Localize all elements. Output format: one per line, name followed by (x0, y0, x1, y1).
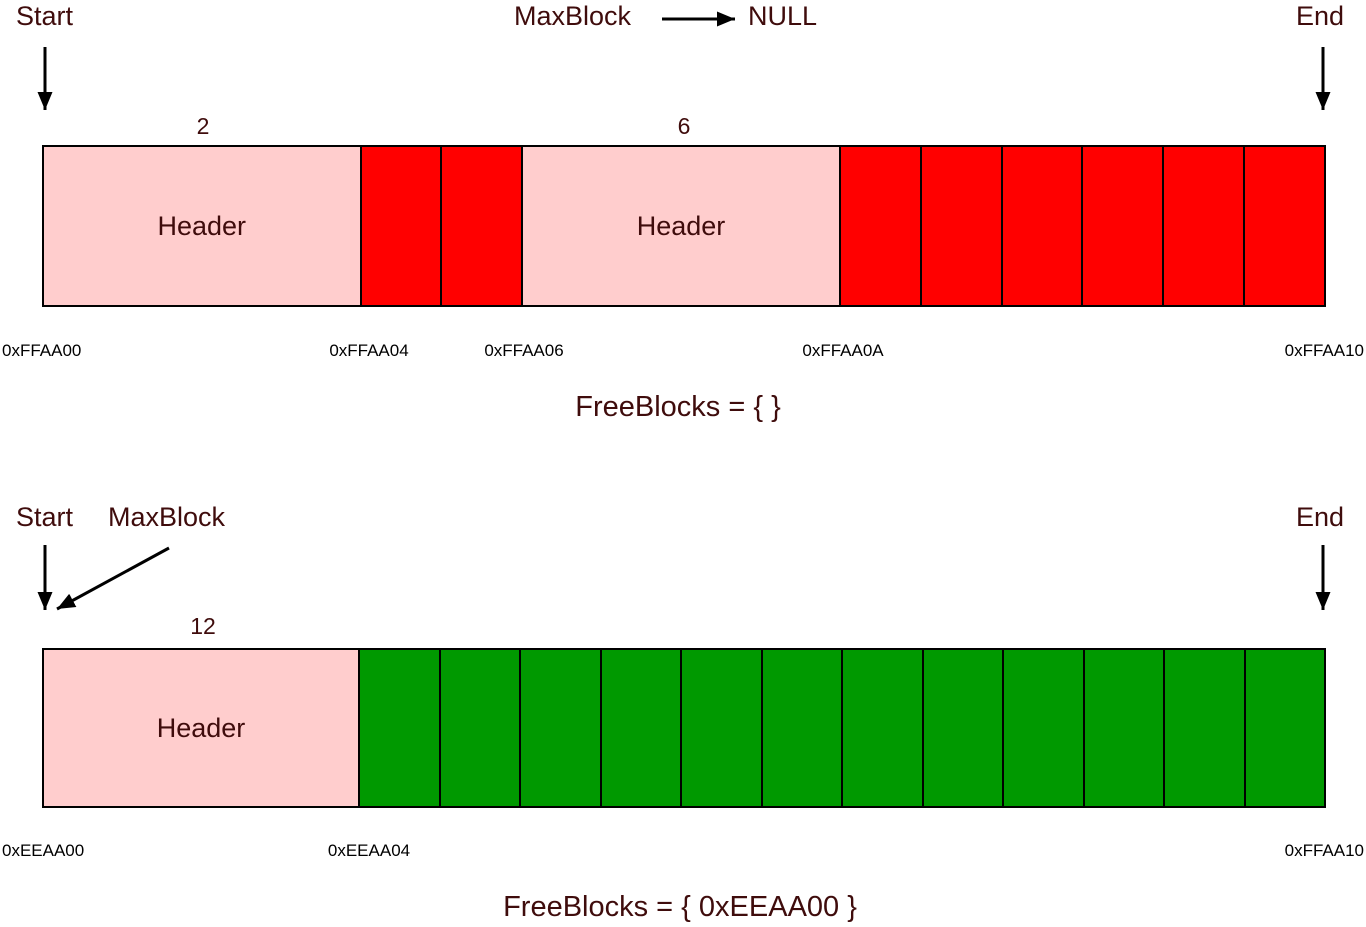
allocated-block-cell (1243, 147, 1324, 305)
free-block-cell (841, 650, 922, 806)
allocated-cells-group (359, 147, 522, 305)
free-block-cell (519, 650, 600, 806)
end-pointer-label: End (1296, 502, 1345, 532)
null-value-label: NULL (748, 1, 818, 31)
address-label: 0xEEAA04 (327, 841, 411, 860)
free-block-cell (1082, 650, 1163, 806)
allocated-cells-group (838, 147, 1324, 305)
maxblock-pointer-label: MaxBlock (514, 1, 632, 31)
block-size-label: 6 (677, 113, 691, 139)
memory-bar-allocated: Header Header (42, 145, 1326, 307)
block-header-cell: Header (44, 650, 358, 806)
maxblock-pointer-arrow (56, 546, 170, 611)
allocated-block-cell (361, 147, 441, 305)
allocated-block-cell (440, 147, 522, 305)
freeblocks-set-label: FreeBlocks = { 0xEEAA00 } (503, 891, 857, 923)
maxblock-pointer-label: MaxBlock (108, 502, 226, 532)
free-cells-group (358, 650, 1324, 806)
block-size-label: 2 (196, 113, 210, 139)
allocated-block-cell (1000, 147, 1082, 305)
allocated-block-cell (919, 147, 1001, 305)
free-block-cell (760, 650, 841, 806)
free-block-cell (1243, 650, 1324, 806)
address-label: 0xFFAA00 (2, 341, 82, 360)
free-block-cell (599, 650, 680, 806)
block-header-cell: Header (521, 147, 839, 305)
allocated-block-cell (1081, 147, 1163, 305)
address-label: 0xFFAA10 (1284, 341, 1364, 360)
block-size-label: 12 (190, 613, 216, 639)
address-label: 0xFFAA10 (1284, 841, 1364, 860)
end-pointer-label: End (1296, 1, 1345, 31)
address-label: 0xFFAA04 (329, 341, 409, 360)
free-block-cell (360, 650, 439, 806)
block-header-cell: Header (44, 147, 360, 305)
free-block-cell (438, 650, 519, 806)
address-label: 0xEEAA00 (2, 841, 85, 860)
start-pointer-label: Start (16, 1, 74, 31)
free-block-cell (921, 650, 1002, 806)
address-label: 0xFFAA06 (484, 341, 564, 360)
start-pointer-label: Start (16, 502, 74, 532)
freeblocks-set-label: FreeBlocks = { } (575, 391, 781, 423)
allocated-block-cell (1162, 147, 1244, 305)
memory-bar-freed: Header (42, 648, 1326, 808)
address-label: 0xFFAA0A (802, 341, 884, 360)
free-block-cell (1163, 650, 1244, 806)
allocated-block-cell (840, 147, 920, 305)
free-block-cell (1002, 650, 1083, 806)
free-block-cell (680, 650, 761, 806)
